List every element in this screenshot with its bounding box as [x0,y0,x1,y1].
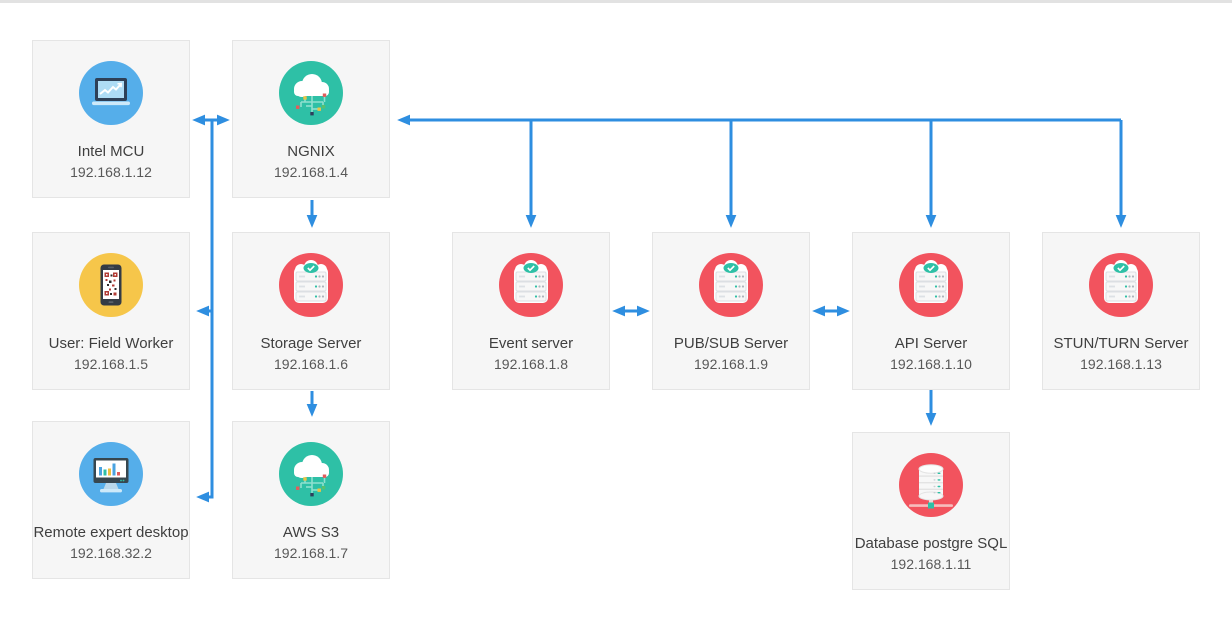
node-ip: 192.168.1.7 [274,545,348,561]
node-label: Event server [488,335,574,352]
laptop-chart-icon [79,61,143,125]
node-database-postgre-sql: Database postgre SQL 192.168.1.11 [852,432,1010,590]
node-ip: 192.168.1.8 [494,356,568,372]
node-label: Intel MCU [77,143,145,160]
node-stun-turn-server: STUN/TURN Server 192.168.1.13 [1042,232,1200,390]
node-label: STUN/TURN Server [1053,335,1189,352]
node-remote-expert-desktop: Remote expert desktop 192.168.32.2 [32,421,190,579]
node-storage-server: Storage Server 192.168.1.6 [232,232,390,390]
node-ip: 192.168.1.11 [890,556,972,572]
node-ip: 192.168.1.10 [890,356,972,372]
node-ip: 192.168.1.6 [274,356,348,372]
database-icon [899,453,963,517]
node-ip: 192.168.1.4 [274,164,348,180]
server-stack-icon [899,253,963,317]
node-label: Remote expert desktop [33,524,189,541]
node-ip: 192.168.1.12 [70,164,152,180]
node-ip: 192.168.1.5 [74,356,148,372]
server-stack-icon [1089,253,1153,317]
node-label: NGNIX [287,143,335,160]
cloud-network-icon [279,442,343,506]
node-aws-s3: AWS S3 192.168.1.7 [232,421,390,579]
node-event-server: Event server 192.168.1.8 [452,232,610,390]
node-ngnix: NGNIX 192.168.1.4 [232,40,390,198]
server-stack-icon [279,253,343,317]
phone-qr-icon [79,253,143,317]
node-label: AWS S3 [282,524,340,541]
arrow-trunk-to-remote-desktop [196,120,214,503]
node-api-server: API Server 192.168.1.10 [852,232,1010,390]
node-label: Database postgre SQL [854,535,1008,552]
node-label: Storage Server [260,335,362,352]
cloud-network-icon [279,61,343,125]
node-ip: 192.168.32.2 [70,545,152,561]
server-stack-icon [499,253,563,317]
desktop-chart-icon [79,442,143,506]
node-ip: 192.168.1.13 [1080,356,1162,372]
node-pubsub-server: PUB/SUB Server 192.168.1.9 [652,232,810,390]
node-field-worker: User: Field Worker 192.168.1.5 [32,232,190,390]
node-label: PUB/SUB Server [673,335,789,352]
top-border-strip [0,0,1232,3]
node-label: User: Field Worker [48,335,174,352]
node-intel-mcu: Intel MCU 192.168.1.12 [32,40,190,198]
server-stack-icon [699,253,763,317]
node-ip: 192.168.1.9 [694,356,768,372]
node-label: API Server [894,335,968,352]
